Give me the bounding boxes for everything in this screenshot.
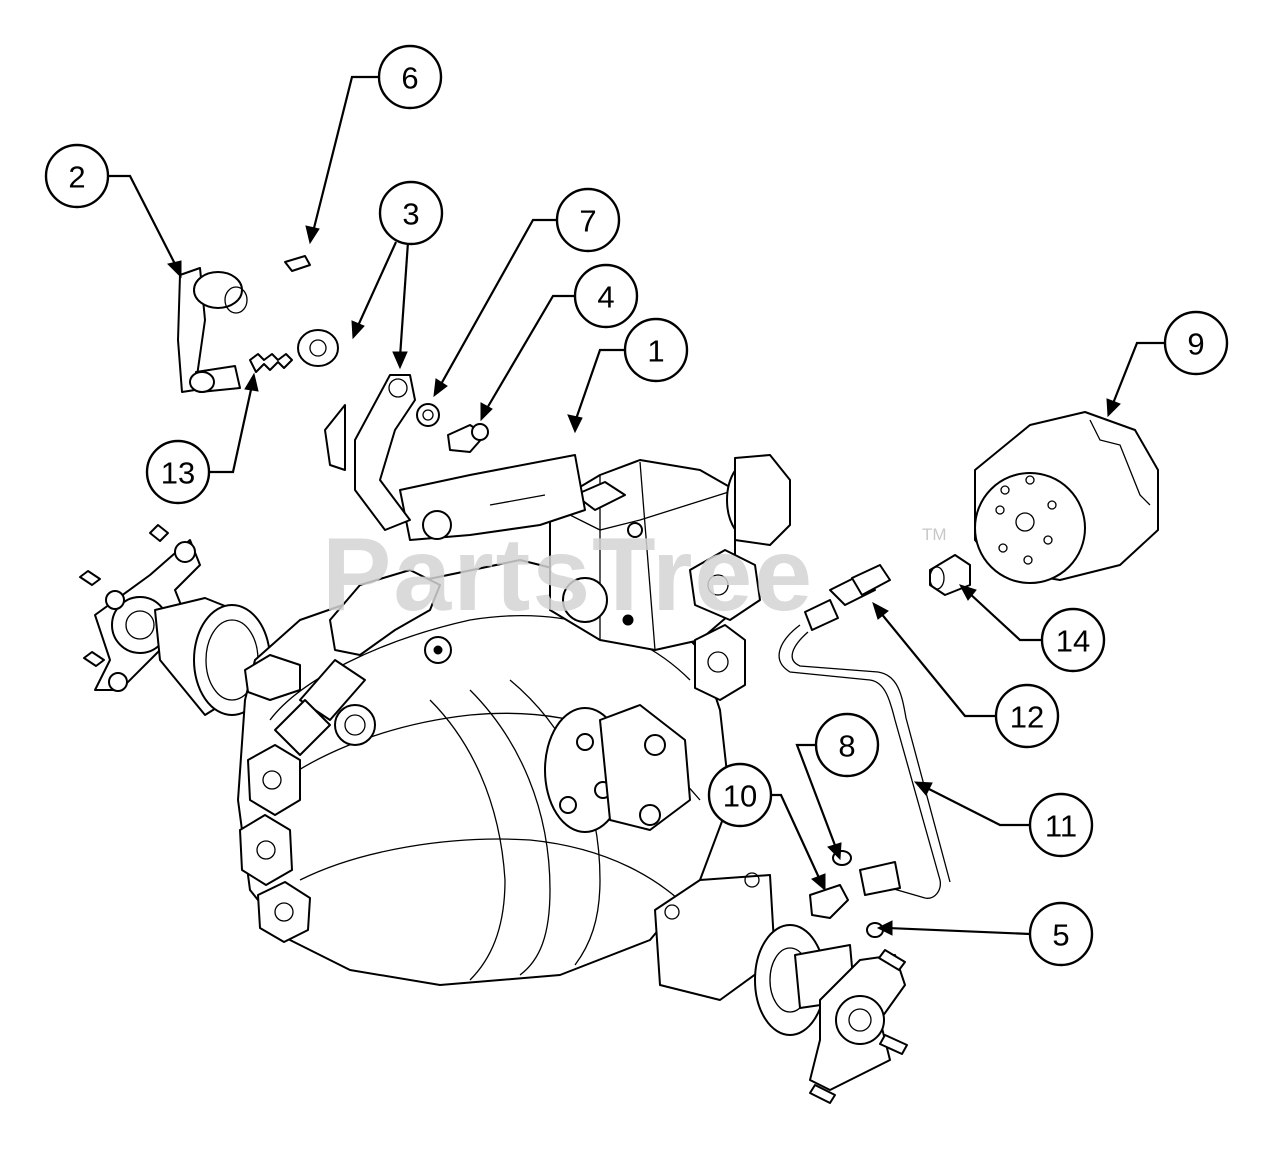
callout-14-label: 14 bbox=[1056, 624, 1090, 659]
callout-2-label: 2 bbox=[68, 160, 85, 195]
oil-filter bbox=[974, 411, 1159, 584]
callout-3-label: 3 bbox=[402, 197, 419, 232]
fitting-clip-cap bbox=[809, 850, 884, 938]
callout-4[interactable]: 4 bbox=[573, 263, 639, 329]
callout-6[interactable]: 6 bbox=[377, 44, 443, 110]
bracket-assembly bbox=[177, 255, 339, 393]
callout-5[interactable]: 5 bbox=[1028, 901, 1094, 967]
callout-9-label: 9 bbox=[1187, 327, 1204, 362]
callout-1-label: 1 bbox=[647, 334, 664, 369]
callout-2[interactable]: 2 bbox=[44, 143, 110, 209]
motor-cover bbox=[544, 704, 691, 833]
callout-13-label: 13 bbox=[161, 456, 195, 491]
callouts: 1 2 3 4 5 6 7 8 bbox=[44, 44, 1229, 967]
watermark-trademark: TM bbox=[922, 525, 947, 544]
callout-7-label: 7 bbox=[579, 204, 596, 239]
callout-1[interactable]: 1 bbox=[623, 317, 689, 383]
callout-8-label: 8 bbox=[838, 729, 855, 764]
cam-plate bbox=[324, 374, 416, 531]
callout-11[interactable]: 11 bbox=[1028, 792, 1094, 858]
control-plate bbox=[399, 454, 586, 541]
snap-ring-and-bolt bbox=[416, 403, 489, 453]
transaxle-assembly bbox=[79, 255, 1159, 1104]
pump-block bbox=[549, 454, 791, 701]
callout-12[interactable]: 12 bbox=[994, 683, 1060, 749]
callout-6-label: 6 bbox=[401, 61, 418, 96]
callout-10-label: 10 bbox=[723, 779, 757, 814]
transaxle-housing bbox=[237, 559, 731, 986]
watermark: PartsTree TM bbox=[322, 517, 947, 633]
callout-11-label: 11 bbox=[1045, 809, 1077, 844]
right-axle-hub bbox=[654, 872, 908, 1104]
callout-13[interactable]: 13 bbox=[145, 439, 211, 505]
callout-14[interactable]: 14 bbox=[1040, 607, 1106, 673]
callout-9[interactable]: 9 bbox=[1163, 310, 1229, 376]
callout-7[interactable]: 7 bbox=[555, 187, 621, 253]
fitting-twelve bbox=[851, 564, 891, 596]
callout-12-label: 12 bbox=[1010, 700, 1044, 735]
callout-10[interactable]: 10 bbox=[707, 762, 773, 828]
left-axle-hub bbox=[79, 524, 271, 716]
watermark-text: PartsTree bbox=[322, 517, 814, 633]
leader-lines bbox=[108, 75, 1165, 936]
callout-4-label: 4 bbox=[597, 280, 614, 315]
callout-5-label: 5 bbox=[1052, 918, 1069, 953]
callout-3[interactable]: 3 bbox=[378, 180, 444, 246]
brake-linkage bbox=[244, 569, 452, 756]
callout-8[interactable]: 8 bbox=[814, 712, 880, 778]
